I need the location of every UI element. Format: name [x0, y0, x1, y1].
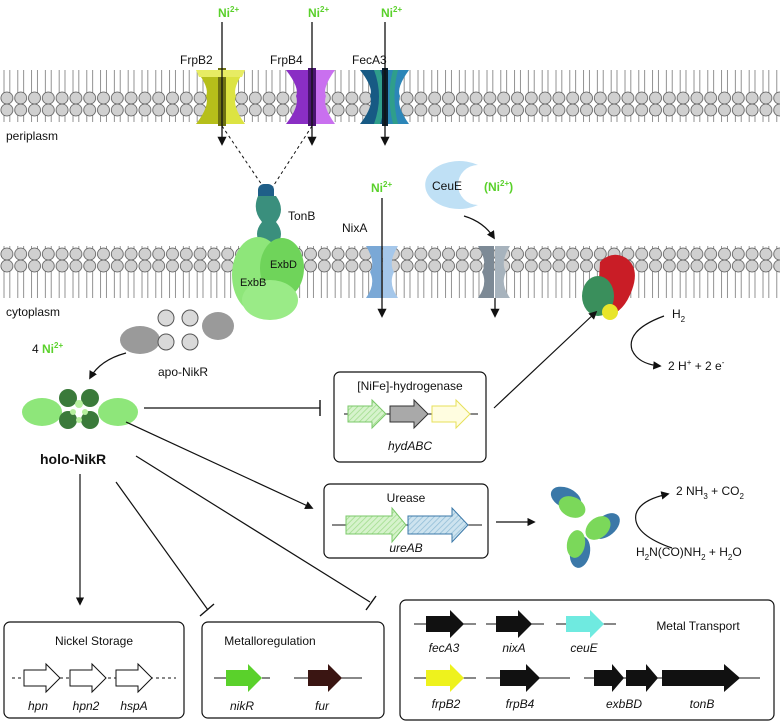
- proton-electron-products: 2 H+ + 2 e-: [668, 358, 725, 373]
- metalloregulation-title: Metalloregulation: [224, 634, 315, 648]
- tonb-label: TonB: [288, 209, 315, 223]
- nikr-repress-metalloregulation: [115, 481, 209, 611]
- metalloregulation-box: [201, 621, 385, 719]
- tonb-link-frpb4: [271, 125, 313, 189]
- exbd-gene-arrow: [626, 664, 658, 692]
- exbb-gene-arrow: [594, 664, 624, 692]
- frpb4-gene-arrow: [500, 664, 540, 692]
- hspa-gene-arrow: [115, 662, 153, 694]
- svg-text:Ni2+: Ni2+: [308, 5, 329, 20]
- exbb-label: ExbB: [240, 277, 266, 289]
- ni-ion-frpb4: Ni2+: [307, 5, 329, 146]
- svg-text:Ni2+: Ni2+: [218, 5, 239, 20]
- tonb-gene-arrow: [662, 664, 740, 692]
- feca3-label: FecA3: [352, 53, 387, 67]
- hpn2-gene-arrow: [69, 662, 107, 694]
- urea-gene-arrow: [345, 506, 407, 544]
- hydb-gene-arrow: [389, 398, 429, 430]
- ureb-gene-arrow: [407, 506, 469, 544]
- exbb-exbd-complex: [232, 237, 304, 320]
- fur-gene-arrow: [308, 664, 342, 692]
- apo-nikr-label: apo-NikR: [158, 365, 208, 379]
- nikr-gene-arrow: [226, 664, 262, 692]
- feca3-transporter: [360, 68, 409, 126]
- apo-nikr-protein: [120, 309, 234, 354]
- metalloregulation-repress-bar: [199, 603, 215, 617]
- hydabc-gene-label: hydABC: [388, 439, 432, 453]
- frpb2-label: FrpB2: [180, 53, 213, 67]
- frpb2-gene-label: frpB2: [432, 697, 461, 711]
- nikr-binding-arrow: [89, 352, 127, 380]
- nixa-gene-label: nixA: [502, 641, 525, 655]
- ceue-label: CeuE: [432, 179, 462, 193]
- tonb-protein: [255, 184, 281, 246]
- nixa-label: NixA: [342, 221, 367, 235]
- ceue-delivery-arrow: [463, 215, 495, 240]
- nikr-ni-count: 4 Ni2+: [32, 341, 63, 356]
- hpn-gene-arrow: [23, 662, 61, 694]
- hspa-gene-label: hspA: [120, 699, 147, 713]
- urease-substrates: H2N(CO)NH2 + H2O: [636, 545, 742, 562]
- exbd-label: ExbD: [270, 259, 297, 271]
- ceue-protein: [425, 161, 478, 209]
- h2-conversion-arrow: [630, 315, 665, 370]
- frpb4-label: FrpB4: [270, 53, 303, 67]
- nixa-gene-arrow: [496, 610, 532, 638]
- holo-nikr-label: holo-NikR: [40, 451, 106, 467]
- frpb4-gene-label: frpB4: [506, 697, 535, 711]
- svg-text:Ni2+: Ni2+: [371, 180, 392, 195]
- urease-enzyme: [550, 486, 620, 568]
- ceue-gene-label: ceuE: [570, 641, 598, 655]
- svg-text:Ni2+: Ni2+: [381, 5, 402, 20]
- cytoplasm-label: cytoplasm: [6, 305, 60, 319]
- ceue-ni-ion: (Ni2+): [484, 179, 513, 194]
- frpb2-gene-arrow: [426, 664, 464, 692]
- feca3-gene-label: fecA3: [429, 641, 460, 655]
- hyda-gene-arrow: [347, 398, 387, 430]
- nikr-gene-label: nikR: [230, 699, 254, 713]
- hpn-gene-label: hpn: [28, 699, 48, 713]
- ceue-gene-arrow: [566, 610, 604, 638]
- tonb-link-frpb2: [221, 125, 265, 189]
- urease-products: 2 NH3 + CO2: [676, 484, 744, 501]
- hydrogenase-title: [NiFe]-hydrogenase: [357, 379, 463, 393]
- tonb-gene-label: tonB: [690, 697, 715, 711]
- ureab-gene-label: ureAB: [389, 541, 422, 555]
- periplasm-label: periplasm: [6, 129, 58, 143]
- feca3-gene-arrow: [426, 610, 464, 638]
- h2-label: H2: [672, 307, 686, 324]
- nickel-storage-title: Nickel Storage: [55, 634, 133, 648]
- hpn2-gene-label: hpn2: [73, 699, 100, 713]
- nikr-repress-transport: [135, 455, 371, 603]
- fur-gene-label: fur: [315, 699, 330, 713]
- metal-transport-title: Metal Transport: [656, 619, 740, 633]
- holo-nikr-protein: [22, 389, 138, 429]
- nixa-transporter: [366, 246, 398, 298]
- transport-repress-bar: [365, 595, 377, 611]
- urease-operon-box: [323, 483, 489, 559]
- urea-hydrolysis-arrow: [635, 491, 673, 549]
- nife-hydrogenase-enzyme: [582, 254, 635, 320]
- hydrogenase-expression-arrow: [493, 310, 598, 409]
- nikr-activate-urease: [125, 421, 314, 509]
- ni-ion-feca3: Ni2+: [380, 5, 402, 146]
- metal-transport-box: [399, 599, 775, 721]
- exbbd-gene-label: exbBD: [606, 697, 642, 711]
- ceue-transporter: [478, 246, 510, 298]
- hydc-gene-arrow: [431, 398, 471, 430]
- ni-ion-frpb2: Ni2+: [217, 5, 239, 146]
- ni-ion-nixa: Ni2+: [371, 180, 392, 318]
- frpb4-transporter: [286, 68, 335, 126]
- urease-title: Urease: [387, 491, 426, 505]
